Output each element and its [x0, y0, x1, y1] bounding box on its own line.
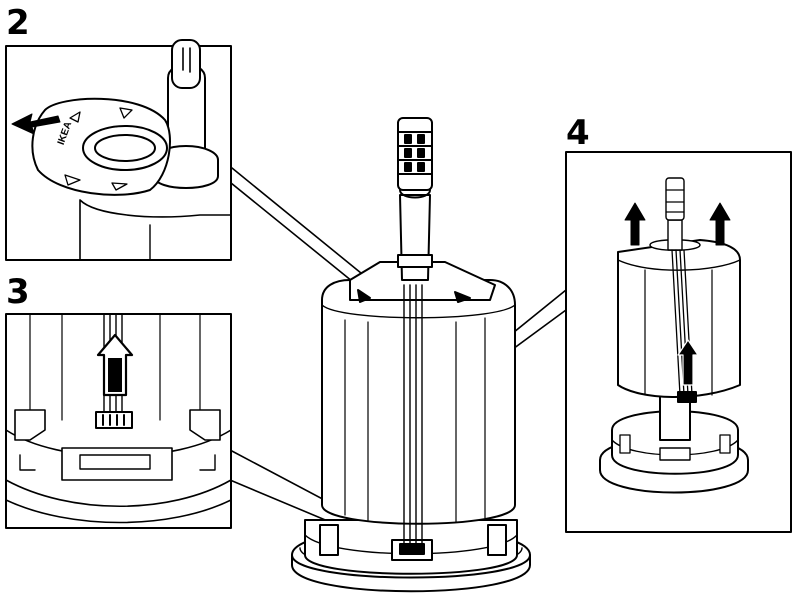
step-3-detail-panel: [5, 313, 232, 529]
main-lamp-base-device: [291, 117, 531, 593]
center-up-arrow: [677, 339, 699, 386]
step-2-detail-panel: IKEA: [5, 39, 232, 261]
step-3-number: 3: [6, 272, 30, 312]
left-lift-arrow: [624, 202, 646, 246]
step-4-detail-panel: [565, 151, 792, 533]
cable-bundle: [403, 284, 423, 546]
step-2-number: 2: [6, 3, 30, 43]
cable-connector: [95, 411, 133, 429]
right-lift-arrow: [709, 202, 731, 246]
step-4-number: 4: [566, 113, 590, 153]
cylinder-body: [321, 279, 516, 525]
lamp-socket: [397, 117, 433, 191]
remove-ring-arrow: [11, 113, 61, 135]
